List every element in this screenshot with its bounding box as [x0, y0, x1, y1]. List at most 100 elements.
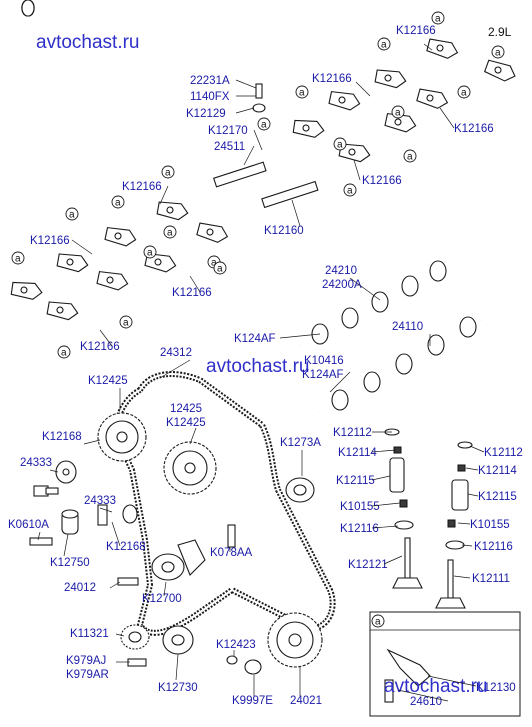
leader-line: [371, 449, 397, 453]
label-12129: K12129: [186, 108, 226, 120]
label-12160: K12160: [264, 225, 304, 237]
cam-pulley-right: [163, 441, 217, 495]
label-24511: 24511: [214, 141, 245, 153]
label-12166-4: K12166: [362, 175, 402, 187]
label-24021: 24021: [290, 695, 322, 707]
rocker-arm: [10, 281, 43, 300]
leader-line: [243, 145, 255, 166]
rocker-arm: [426, 38, 459, 59]
callout-a: a: [163, 225, 177, 239]
callout-a: a: [333, 137, 347, 151]
leader-line: [453, 575, 471, 579]
callout-a: a: [295, 85, 309, 99]
leader-line: [461, 544, 473, 547]
callout-a: a: [11, 251, 25, 265]
callout-a-text: a: [461, 88, 467, 99]
label-12166-8: K12166: [80, 341, 120, 353]
label-078aa: K078AA: [210, 547, 253, 559]
leader-line: [99, 329, 113, 347]
leader-line: [355, 81, 371, 97]
label-24200a: 24200A: [322, 279, 362, 291]
leader-line: [99, 507, 113, 513]
callout-a: a: [377, 37, 391, 51]
label-12121: K12121: [348, 559, 388, 571]
label-12700: K12700: [142, 593, 182, 605]
leader-line: [427, 675, 477, 687]
label-24610: 24610: [410, 696, 442, 708]
callout-a-text: a: [165, 168, 171, 179]
label-11321: K11321: [70, 628, 109, 640]
label-12425-k: K12425: [166, 417, 206, 429]
callout-a-text: a: [495, 48, 501, 59]
detail-inset-a: [369, 611, 521, 717]
label-9997e: K9997E: [232, 695, 273, 707]
label-12130: K12130: [476, 682, 516, 694]
label-12116-r: K12116: [474, 541, 513, 553]
rocker-arm: [104, 227, 137, 247]
callout-a-text: a: [337, 140, 343, 151]
leader-line: [349, 277, 381, 301]
leader-line: [397, 689, 449, 702]
lash-adjuster: [21, 0, 35, 17]
callout-a-text: a: [69, 210, 75, 221]
label-24210: 24210: [325, 265, 357, 277]
valve-12121: [392, 537, 423, 589]
label-1140fx: 1140FX: [190, 91, 230, 103]
rocker-arm-group-upper: [21, 0, 516, 163]
leader-line: [189, 275, 201, 293]
bolt-0610a: [29, 537, 53, 546]
leader-line: [115, 633, 125, 637]
label-10155-r: K10155: [470, 519, 510, 531]
label-12423: K12423: [216, 639, 256, 651]
bolt-24012: [117, 577, 139, 586]
label-24333-b: 24333: [84, 495, 116, 507]
rocker-arm: [338, 143, 371, 163]
callout-a-text: a: [217, 264, 223, 275]
rocker-arm: [374, 69, 407, 89]
cam-pulley-left: [97, 412, 147, 462]
callout-a: a: [343, 183, 357, 197]
label-12425-n: 12425: [170, 403, 202, 415]
callout-a-text: a: [299, 88, 305, 99]
leader-line: [329, 371, 351, 393]
callout-a-text: a: [61, 348, 67, 359]
leader-line: [469, 445, 485, 453]
callout-a: a: [403, 149, 417, 163]
leader-line: [353, 159, 361, 181]
label-12166-5: K12166: [122, 181, 162, 193]
label-12112-r: K12112: [484, 447, 523, 459]
leader-line: [163, 581, 167, 597]
callout-a-text: a: [15, 254, 21, 265]
camshaft-24110: [319, 316, 481, 414]
callout-a-text: a: [381, 40, 387, 51]
leader-line: [111, 521, 121, 547]
rocker-arm: [156, 201, 189, 221]
inset-callout-a: a: [371, 614, 385, 628]
label-24012: 24012: [64, 582, 96, 594]
label-12166-7: K12166: [172, 287, 212, 299]
callout-a-text: a: [407, 152, 413, 163]
label-12168-b: K12168: [106, 541, 146, 553]
leader-line: [235, 107, 255, 114]
label-12115-r: K12115: [478, 491, 517, 503]
leader-line: [291, 199, 301, 227]
callout-a: a: [57, 345, 71, 359]
washer-12423: [226, 655, 262, 675]
leader-line: [83, 439, 101, 445]
rocker-arm-group-left: [10, 0, 229, 321]
callout-a-text: a: [261, 120, 267, 131]
callout-a-text: a: [123, 318, 129, 329]
label-12425: K12425: [88, 375, 128, 387]
rocker-arm: [96, 271, 129, 291]
label-12730: K12730: [158, 682, 198, 694]
callout-a: a: [457, 85, 471, 99]
label-22231a: 22231A: [190, 75, 230, 87]
callout-a: a: [491, 45, 505, 59]
callout-a-text: a: [347, 186, 353, 197]
bolt-979aj: [127, 658, 147, 667]
leader-line: [253, 129, 263, 151]
watermark-top: avtochast.ru: [36, 32, 140, 53]
watermark-bottom: avtochast.ru: [384, 676, 488, 697]
label-124af: K124AF: [234, 333, 276, 345]
bush-12750: [61, 509, 79, 535]
